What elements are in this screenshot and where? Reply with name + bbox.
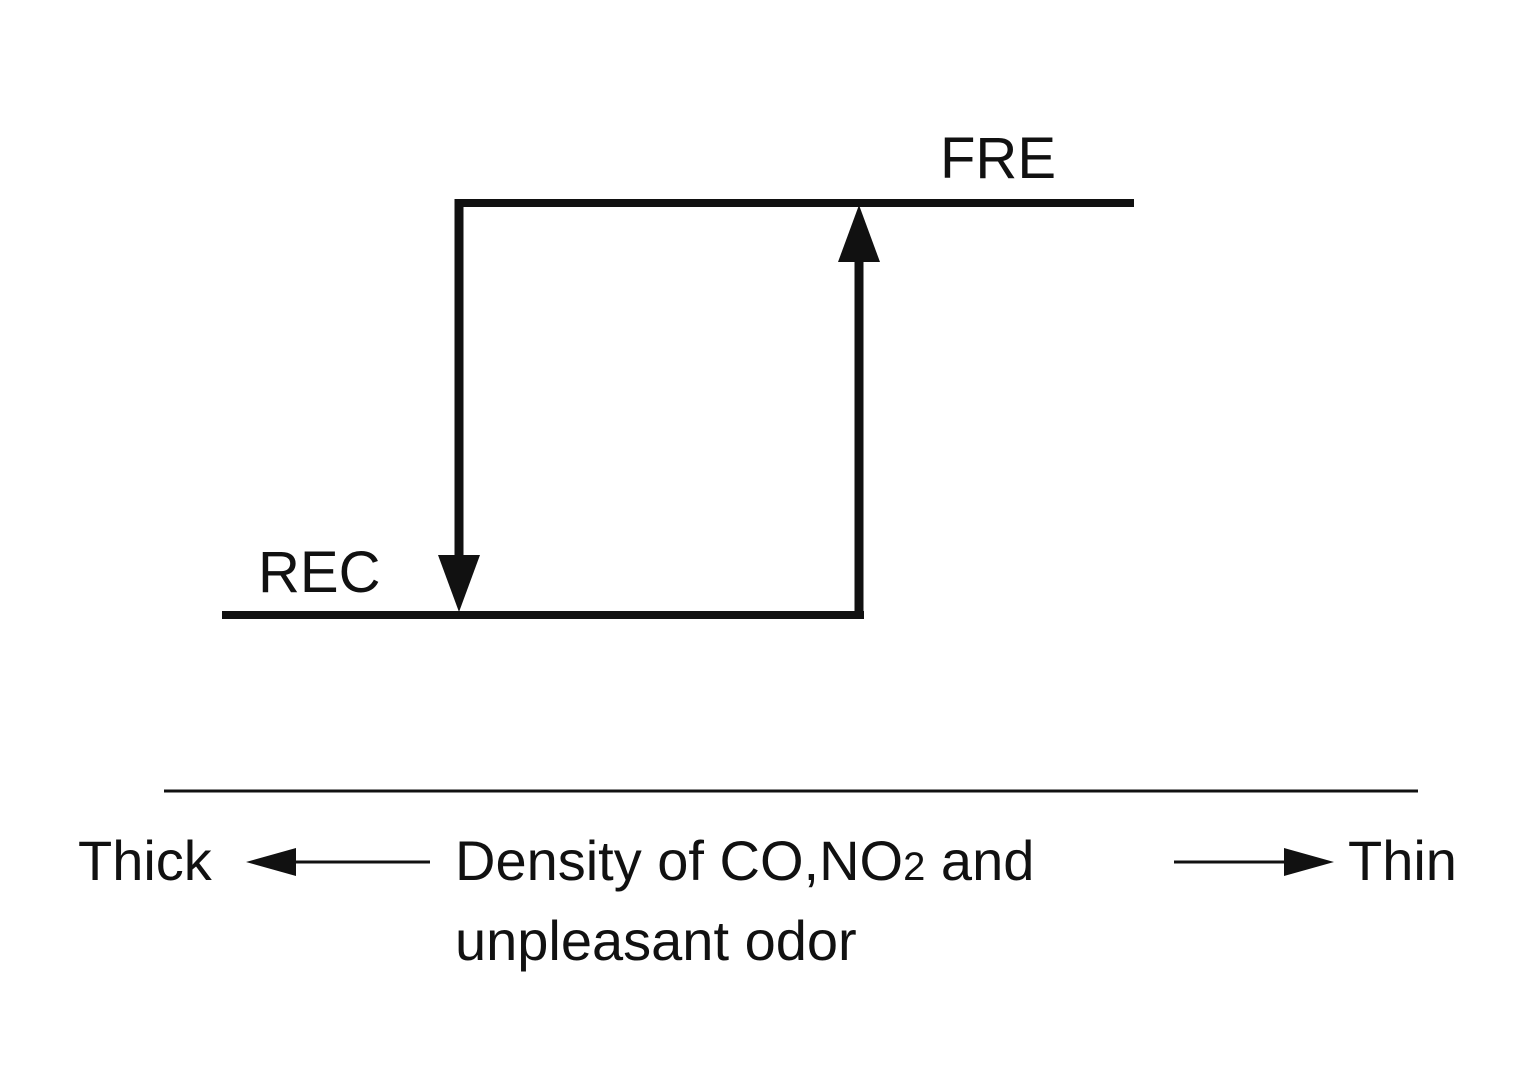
thin-label: Thin <box>1348 829 1457 892</box>
density-caption: Density of CO,NO2 and <box>455 829 1034 892</box>
density-caption-tail: and <box>925 829 1034 892</box>
right-arrow-head <box>1284 848 1334 876</box>
density-caption-subscript: 2 <box>903 845 925 889</box>
left-arrow-head <box>246 848 296 876</box>
thick-label: Thick <box>78 829 213 892</box>
density-caption-main: Density of CO,NO <box>455 829 903 892</box>
up-arrow-head <box>838 205 880 262</box>
down-arrow-head <box>438 555 480 612</box>
rec-label: REC <box>258 540 380 605</box>
fre-label: FRE <box>940 126 1056 191</box>
odor-caption: unpleasant odor <box>455 909 857 972</box>
